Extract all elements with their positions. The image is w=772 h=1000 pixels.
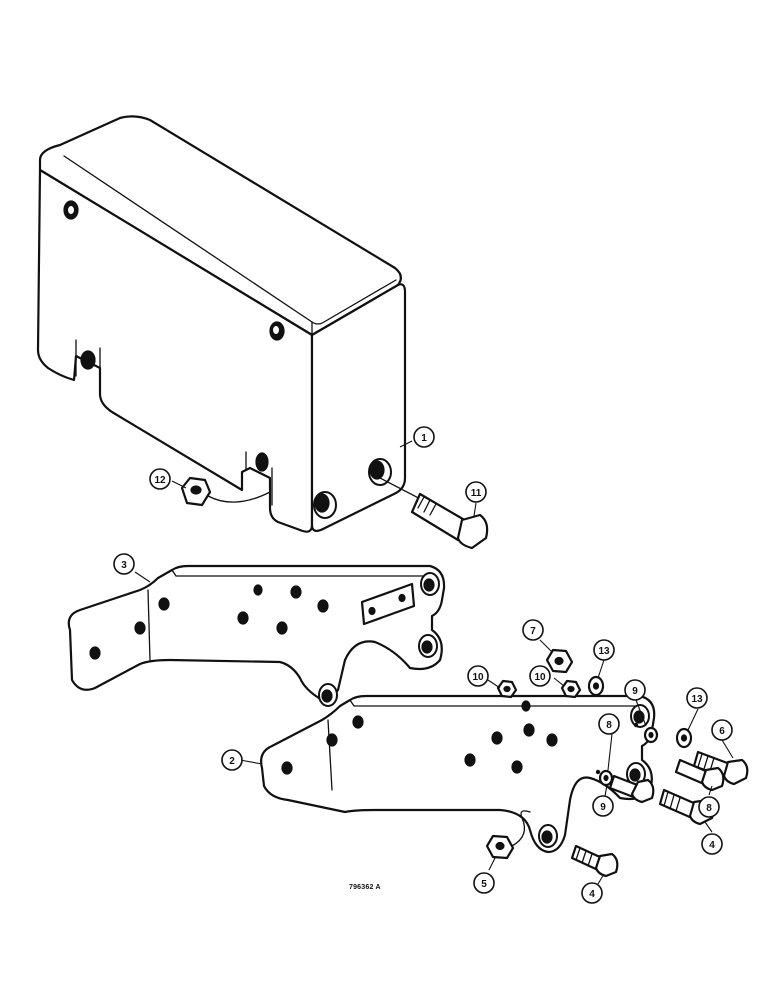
- callout-4-lower: 4: [581, 882, 603, 904]
- bolt-8-upper: [674, 758, 725, 792]
- bracket-2: [260, 694, 656, 854]
- callout-10-left: 10: [467, 665, 489, 687]
- callout-label: 5: [481, 879, 487, 890]
- nut-5: [485, 810, 531, 860]
- callout-label: 3: [121, 560, 127, 571]
- callout-label: 6: [719, 726, 725, 737]
- washer-9-upper: [633, 722, 659, 744]
- washer-13-upper: [587, 675, 605, 697]
- callout-label: 4: [709, 840, 715, 851]
- nut-10-left: [496, 679, 518, 699]
- washer-13-lower: [675, 727, 693, 749]
- callout-label: 9: [600, 802, 606, 813]
- callout-13-lower: 13: [686, 687, 708, 709]
- callout-label: 11: [471, 488, 482, 499]
- nut-10-right: [560, 679, 582, 699]
- nut-12: [180, 476, 271, 507]
- callout-label: 13: [598, 646, 610, 657]
- callout-label: 12: [154, 475, 166, 486]
- callout-label: 4: [589, 889, 595, 900]
- bracket-3: [67, 564, 446, 707]
- washer-9-lower: [595, 769, 614, 787]
- callout-label: 8: [606, 720, 612, 731]
- callout-7: 7: [522, 619, 544, 641]
- callout-5: 5: [473, 872, 495, 894]
- callout-label: 10: [534, 672, 546, 683]
- callout-11: 11: [465, 481, 487, 503]
- callout-label: 7: [530, 626, 536, 637]
- callout-8-upper: 8: [698, 796, 720, 818]
- callout-label: 2: [229, 756, 235, 767]
- callout-label: 13: [691, 694, 703, 705]
- bolt-11: [379, 477, 489, 550]
- callout-9-lower: 9: [592, 795, 614, 817]
- callout-8-lower: 8: [598, 713, 620, 735]
- callout-9-upper: 9: [624, 679, 646, 701]
- callout-12: 12: [149, 468, 171, 490]
- counterweight-block: [36, 115, 407, 533]
- callout-1: 1: [413, 426, 435, 448]
- callout-6: 6: [711, 719, 733, 741]
- callout-label: 10: [472, 672, 484, 683]
- callout-label: 8: [706, 803, 712, 814]
- callout-label: 1: [421, 433, 427, 444]
- leader-lines: [134, 440, 734, 885]
- bolt-4-right: [658, 788, 715, 826]
- callout-4-right: 4: [701, 833, 723, 855]
- callout-10-right: 10: [529, 665, 551, 687]
- callout-2: 2: [221, 749, 243, 771]
- bolt-8-lower: [608, 774, 655, 804]
- bolt-4-lower: [570, 844, 619, 878]
- nut-7: [545, 648, 574, 674]
- callout-3: 3: [113, 553, 135, 575]
- callout-13-upper: 13: [593, 639, 615, 661]
- figure-id: 796362 A: [349, 884, 381, 891]
- callout-label: 9: [632, 686, 638, 697]
